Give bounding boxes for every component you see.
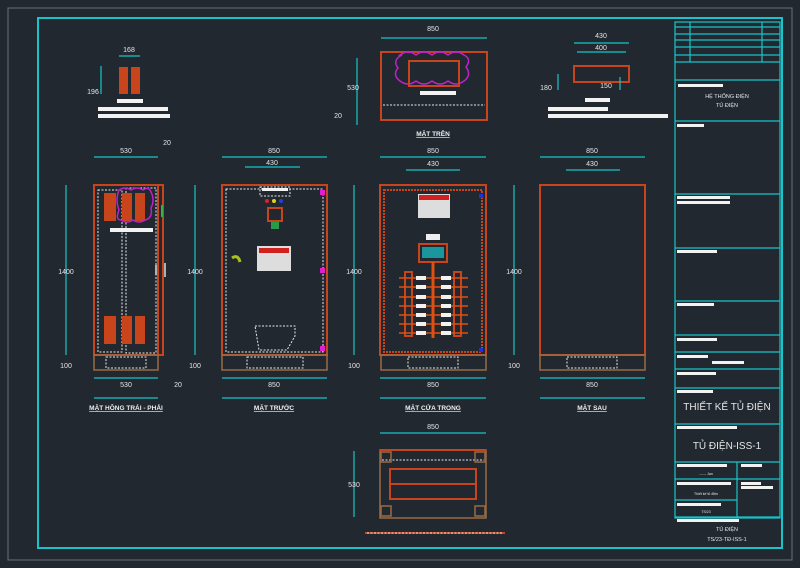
sheet-border — [7, 7, 793, 561]
dim-side-base: 100 — [60, 363, 72, 370]
label-top-view: MẶT TRÊN — [416, 129, 450, 138]
dim-detail-height: 196 — [87, 89, 99, 96]
dim-inner-base: 100 — [348, 363, 360, 370]
dim-detail-inner: 400 — [595, 45, 607, 52]
drawing-name: TỦ ĐIỆN-ISS-1 — [693, 439, 762, 452]
label-side-view: MẶT HÔNG TRÁI - PHẢI — [89, 403, 163, 412]
small-text-3: TS/23 — [701, 510, 710, 514]
drawing-code: TS/23-TĐ-ISS-1 — [707, 537, 746, 543]
design-title: THIẾT KẾ TỦ ĐIỆN — [683, 400, 770, 413]
dim-inner-width-bottom: 850 — [427, 382, 439, 389]
dim-detail-width: 168 — [123, 47, 135, 54]
dim-front-width: 850 — [268, 148, 280, 155]
dim-side-width: 530 — [120, 148, 132, 155]
dim-front-width-bottom: 850 — [268, 382, 280, 389]
dim-detail-outer: 430 — [595, 33, 607, 40]
dim-bottom-depth: 530 — [348, 482, 360, 489]
small-text-2: Thiết kế tủ điện — [694, 492, 718, 496]
dim-bottom-width: 850 — [427, 424, 439, 431]
label-back-view: MẶT SAU — [577, 403, 607, 412]
dim-inner-height: 1400 — [346, 269, 362, 276]
dim-side-width-bottom: 530 — [120, 382, 132, 389]
bottom-view: 850 530 — [348, 424, 505, 534]
top-view: 850 530 20 MẶT TRÊN — [334, 26, 488, 138]
dim-top-lip: 20 — [334, 113, 342, 120]
dim-back-base: 100 — [508, 363, 520, 370]
dim-side-door: 20 — [163, 140, 171, 147]
label-front-view: MẶT TRƯỚC — [254, 403, 294, 412]
detail-right: 430 400 180 150 — [540, 33, 668, 118]
detail-left: 168 196 — [87, 47, 170, 118]
dim-detail-hole: 150 — [600, 83, 612, 90]
dim-back-width-bottom: 850 — [586, 382, 598, 389]
dim-top-depth: 530 — [347, 85, 359, 92]
dim-back-width: 850 — [586, 148, 598, 155]
back-view: 850 430 1400 100 850 MẶT SAU — [506, 148, 646, 412]
title-block: HỆ THỐNG ĐIỆN TỦ ĐIỆN THIẾT KẾ TỦ ĐIỆN T… — [674, 21, 781, 543]
dim-top-width: 850 — [427, 26, 439, 33]
dim-front-height: 1400 — [187, 269, 203, 276]
dim-inner-width: 850 — [427, 148, 439, 155]
dim-side-height: 1400 — [58, 269, 74, 276]
system-name-2: TỦ ĐIỆN — [716, 101, 738, 109]
front-view: 850 430 1400 100 850 MẶT TRƯỚC — [187, 148, 328, 412]
dim-detail-height-r: 180 — [540, 85, 552, 92]
label-inner-door-view: MẶT CỬA TRONG — [405, 403, 461, 412]
footer-line-1: TỦ ĐIỆN — [716, 525, 738, 533]
dim-front-inner: 430 — [266, 160, 278, 167]
small-text-1: ------ Jan — [699, 472, 713, 476]
dim-inner-inner: 430 — [427, 161, 439, 168]
dim-back-height: 1400 — [506, 269, 522, 276]
dim-front-base: 100 — [189, 363, 201, 370]
drawing-frame — [37, 17, 783, 549]
system-name-1: HỆ THỐNG ĐIỆN — [705, 92, 749, 100]
dim-back-inner: 430 — [586, 161, 598, 168]
inner-door-view: 850 430 1400 100 850 MẶT CỬA TRONG — [346, 148, 487, 412]
dim-side-door-bottom: 20 — [174, 382, 182, 389]
side-view: 530 20 1400 100 530 20 MẶT HÔNG TRÁI - P… — [58, 140, 182, 412]
